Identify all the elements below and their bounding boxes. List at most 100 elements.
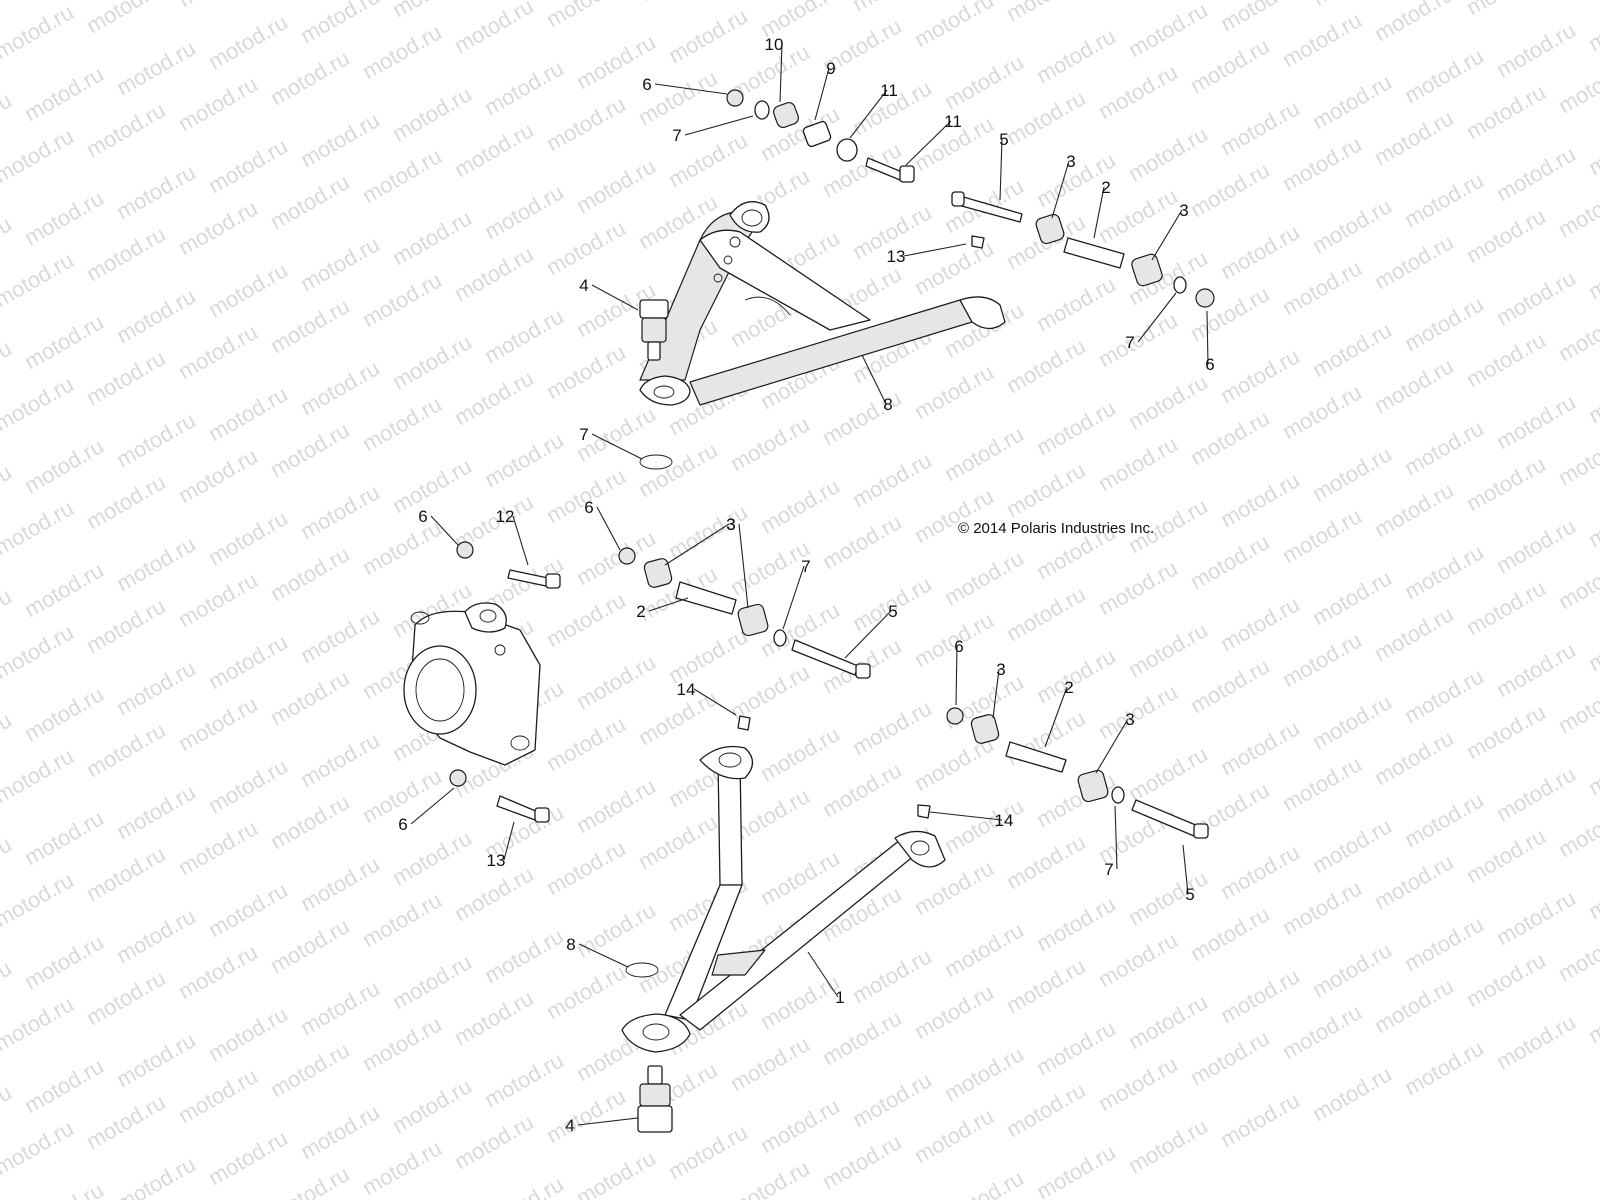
watermark-text: motod.ru [480,55,568,120]
watermark-text: motod.ru [0,867,78,932]
watermark-text: motod.ru [1278,131,1366,196]
watermark-text: motod.ru [1278,999,1366,1064]
watermark-text: motod.ru [296,479,384,544]
watermark-text: motod.ru [1370,0,1458,46]
watermark-text: motod.ru [0,335,16,400]
watermark-text: motod.ru [1370,725,1458,790]
watermark-text: motod.ru [266,45,354,110]
watermark-text: motod.ru [1186,405,1274,470]
watermark-text: motod.ru [358,1011,446,1076]
watermark-text: motod.ru [266,1037,354,1102]
callout-label-3: 3 [1066,152,1075,171]
watermark-text: motod.ru [940,421,1028,486]
watermark-text: motod.ru [664,499,752,564]
watermark-text: motod.ru [1186,33,1274,98]
watermark-text: motod.ru [174,195,262,260]
watermark-text: motod.ru [664,1119,752,1184]
watermark-text: motod.ru [1094,679,1182,744]
watermark-text: motod.ru [266,169,354,234]
callout-leader-line [1137,292,1177,343]
callout-leader-line [814,67,830,121]
watermark-text: motod.ru [940,1041,1028,1106]
watermark-text: motod.ru [726,1155,814,1200]
watermark-text: motod.ru [756,1093,844,1158]
watermark-text: motod.ru [20,309,108,374]
watermark-text: motod.ru [358,887,446,952]
watermark-text: motod.ru [940,917,1028,982]
callout-label-6: 6 [584,498,593,517]
watermark-text: motod.ru [1370,601,1458,666]
watermark-text: motod.ru [0,0,48,2]
watermark-text: motod.ru [1370,973,1458,1038]
watermark-text: motod.ru [1002,581,1090,646]
callout-leader-line [861,354,887,405]
watermark-text: motod.ru [1278,7,1366,72]
watermark-text: motod.ru [1462,823,1550,888]
watermark-text: motod.ru [1094,431,1182,496]
watermark-text: motod.ru [174,319,262,384]
watermark-text: motod.ru [204,381,292,446]
watermark-text: motod.ru [1002,953,1090,1018]
watermark-text: motod.ru [1032,891,1120,956]
watermark-text: motod.ru [910,483,998,548]
watermark-text: motod.ru [204,257,292,322]
watermark-text: motod.ru [1584,735,1600,800]
callout-leader-line [955,645,958,706]
watermark-text: motod.ru [450,1109,538,1174]
watermark-text: motod.ru [1308,317,1396,382]
watermark-text: motod.ru [1094,307,1182,372]
callout-leader-line [591,433,643,460]
watermark-text: motod.ru [542,835,630,900]
watermark-text: motod.ru [848,447,936,512]
watermark-text: motod.ru [1584,487,1600,552]
watermark-text: motod.ru [1462,699,1550,764]
watermark-text: motod.ru [1462,327,1550,392]
watermark-text: motod.ru [174,1063,262,1128]
watermark-text: motod.ru [20,1177,108,1200]
callout-label-8: 8 [883,395,892,414]
watermark-text: motod.ru [296,107,384,172]
watermark-text: motod.ru [542,339,630,404]
callout-label-7: 7 [579,425,588,444]
watermark-text: motod.ru [1462,451,1550,516]
watermark-text: motod.ru [818,509,906,574]
watermark-text: motod.ru [1032,395,1120,460]
watermark-text: motod.ru [266,665,354,730]
watermark-text: motod.ru [1584,363,1600,428]
watermark-text: motod.ru [572,649,660,714]
watermark-text: motod.ru [0,1115,78,1180]
callout-leader-line [578,943,629,968]
watermark-text: motod.ru [726,1031,814,1096]
callout-label-10: 10 [765,35,784,54]
watermark-text: motod.ru [20,805,108,870]
watermark-text: motod.ru [1124,741,1212,806]
watermark-text: motod.ru [1370,229,1458,294]
watermark-text: motod.ru [572,525,660,590]
watermark-text: motod.ru [1216,467,1304,532]
watermark-text: motod.ru [358,1135,446,1200]
watermark-text: motod.ru [572,773,660,838]
watermark-text: motod.ru [388,949,476,1014]
watermark-text: motod.ru [1400,539,1488,604]
watermark-text: motod.ru [664,3,752,68]
watermark-text: motod.ru [1308,565,1396,630]
watermark-text: motod.ru [1124,989,1212,1054]
watermark-text: motod.ru [0,87,16,152]
watermark-text: motod.ru [1308,193,1396,258]
watermark-text: motod.ru [1032,1015,1120,1080]
watermark-text: motod.ru [664,623,752,688]
watermark-text: motod.ru [174,691,262,756]
watermark-text: motod.ru [1186,1025,1274,1090]
watermark-text: motod.ru [1308,441,1396,506]
watermark-text: motod.ru [1400,663,1488,728]
callout-leader-line [1093,186,1105,239]
watermark-text: motod.ru [1002,457,1090,522]
watermark-text: motod.ru [450,117,538,182]
callout-label-8: 8 [566,935,575,954]
watermark-text: motod.ru [480,303,568,368]
watermark-text: motod.ru [542,463,630,528]
callout-leader-line [903,243,967,257]
watermark-text: motod.ru [542,1083,630,1148]
watermark-text: motod.ru [112,407,200,472]
